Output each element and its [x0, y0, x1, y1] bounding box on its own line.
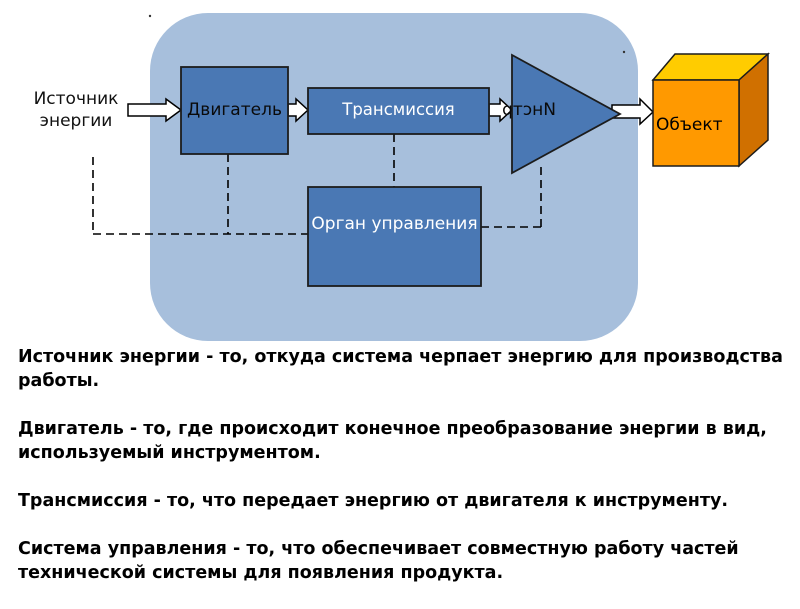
control-block — [307, 186, 482, 287]
tool-triangle — [511, 53, 622, 175]
definition-energy-source: Источник энергии - то, откуда система че… — [18, 347, 783, 391]
energy-source-label: Источник энергии — [33, 89, 119, 131]
boundary-dot — [148, 14, 152, 18]
control-label: Орган управления — [311, 214, 478, 234]
diagram-canvas — [92, 13, 770, 341]
object-label: Объект — [656, 115, 723, 135]
engine-block — [180, 66, 289, 155]
feedback-lines — [92, 134, 542, 235]
arrow-engine-transmission — [287, 97, 310, 123]
arrow-transmission-tool — [488, 97, 514, 123]
boundary-dot — [622, 50, 626, 54]
definition-control-system: Система управления - то, что обеспечивае… — [18, 539, 739, 583]
definition-transmission: Трансмиссия - то, что передает энергию о… — [18, 491, 729, 511]
engine-label: Двигатель — [187, 100, 282, 120]
technical-system-diagram: Источник энергии Двигатель Трансмиссия И… — [33, 13, 770, 341]
definitions-text: Источник энергии - то, откуда система че… — [18, 345, 788, 609]
definition-engine: Двигатель - то, где происходит конечное … — [18, 419, 767, 463]
transmission-label: Трансмиссия — [342, 100, 455, 119]
object-cube — [651, 52, 770, 168]
arrow-source-engine — [127, 97, 183, 123]
transmission-block — [307, 87, 490, 135]
tool-label: Инстр — [502, 100, 556, 120]
arrow-tool-object — [611, 97, 655, 126]
